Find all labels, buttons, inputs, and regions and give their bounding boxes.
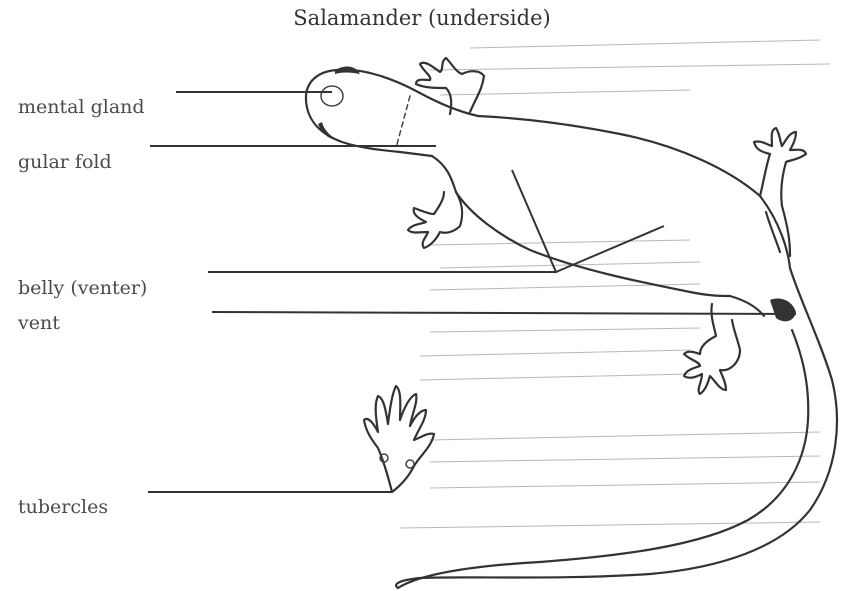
salamander-limbs bbox=[408, 58, 806, 394]
leader-belly bbox=[208, 170, 664, 272]
foot-detail bbox=[364, 386, 434, 492]
leader-lines bbox=[148, 92, 796, 492]
label-tubercles: tubercles bbox=[18, 498, 108, 517]
label-belly: belly (venter) bbox=[18, 279, 147, 298]
leader-vent bbox=[212, 312, 796, 314]
label-mental-gland: mental gland bbox=[18, 98, 145, 117]
mental-gland-shape bbox=[321, 86, 343, 106]
vent-shape bbox=[770, 299, 796, 322]
label-vent: vent bbox=[18, 314, 60, 333]
label-gular-fold: gular fold bbox=[18, 153, 112, 172]
tubercle-2 bbox=[406, 460, 414, 468]
salamander-body bbox=[306, 67, 837, 588]
